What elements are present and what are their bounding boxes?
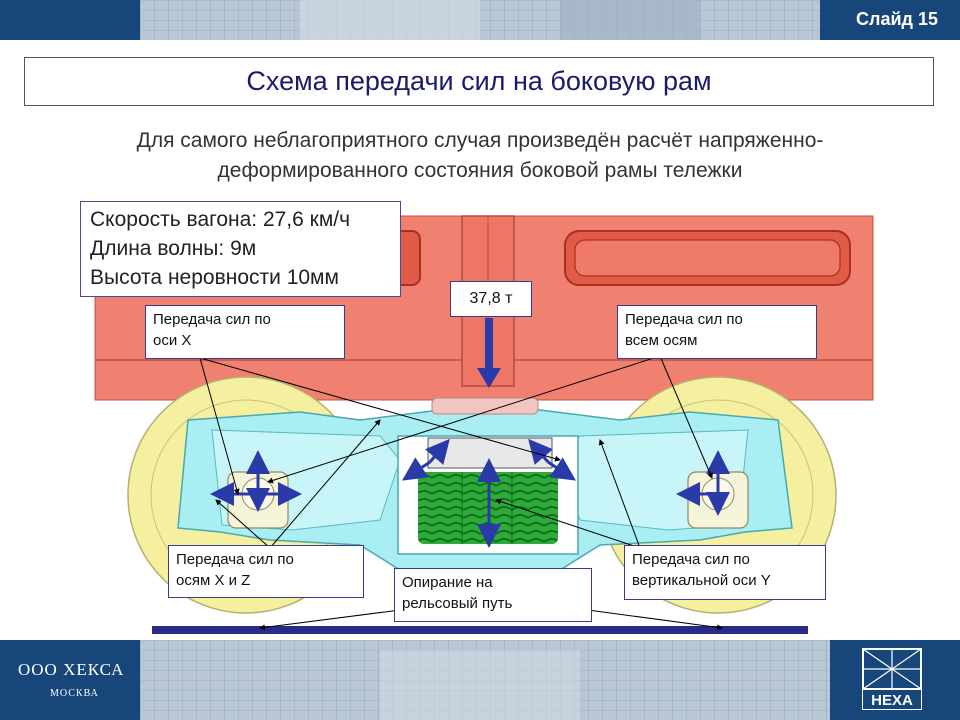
roughness-text: Высота неровности 10мм <box>90 266 339 289</box>
callout-line: вертикальной оси Y <box>632 572 771 589</box>
rail <box>152 626 808 634</box>
wavelength-text: Длина волны: 9м <box>90 237 257 260</box>
callout-line: оси X <box>153 332 192 349</box>
callout-line: Передача сил по <box>625 311 743 328</box>
callout-rail-support: Опирание на рельсовый путь <box>394 568 592 622</box>
callout-line: рельсовый путь <box>402 595 513 612</box>
hexa-logo: HEXA <box>862 648 922 710</box>
callout-line: осям X и Z <box>176 572 251 589</box>
force-arrows <box>210 438 730 548</box>
slide-title: Схема передачи сил на боковую рам <box>24 57 934 106</box>
header-mesh-graphic <box>0 0 960 40</box>
footer-banner <box>0 640 960 720</box>
slide-number: Слайд 15 <box>856 9 938 29</box>
logo-text: HEXA <box>871 692 913 709</box>
footer-mesh-graphic <box>0 640 960 720</box>
parameters-box: Скорость вагона: 27,6 км/ч Длина волны: … <box>80 201 401 297</box>
company-city: МОСКВА <box>50 688 99 699</box>
speed-text: Скорость вагона: 27,6 км/ч <box>90 208 351 231</box>
callout-xz-axes: Передача сил по осям X и Z <box>168 545 364 598</box>
callout-line: Передача сил по <box>153 311 271 328</box>
callout-line: Передача сил по <box>176 551 294 568</box>
callout-y-axis: Передача сил по вертикальной оси Y <box>624 545 826 600</box>
callout-line: Опирание на <box>402 574 493 591</box>
leader-lines <box>199 355 723 631</box>
subtitle-line-1: Для самого неблагоприятного случая произ… <box>136 129 824 152</box>
company-name: ООО ХЕКСА <box>18 660 125 679</box>
callout-all-axes: Передача сил по всем осям <box>617 305 817 359</box>
load-value-label: 37,8 т <box>450 281 532 317</box>
subtitle-line-2: деформированного состояния боковой рамы … <box>217 159 743 182</box>
callout-line: Передача сил по <box>632 551 750 568</box>
callout-x-axis: Передача сил по оси X <box>145 305 345 359</box>
header-banner: Слайд 15 <box>0 0 960 40</box>
slide-subtitle: Для самого неблагоприятного случая произ… <box>40 126 920 186</box>
callout-line: всем осям <box>625 332 698 349</box>
